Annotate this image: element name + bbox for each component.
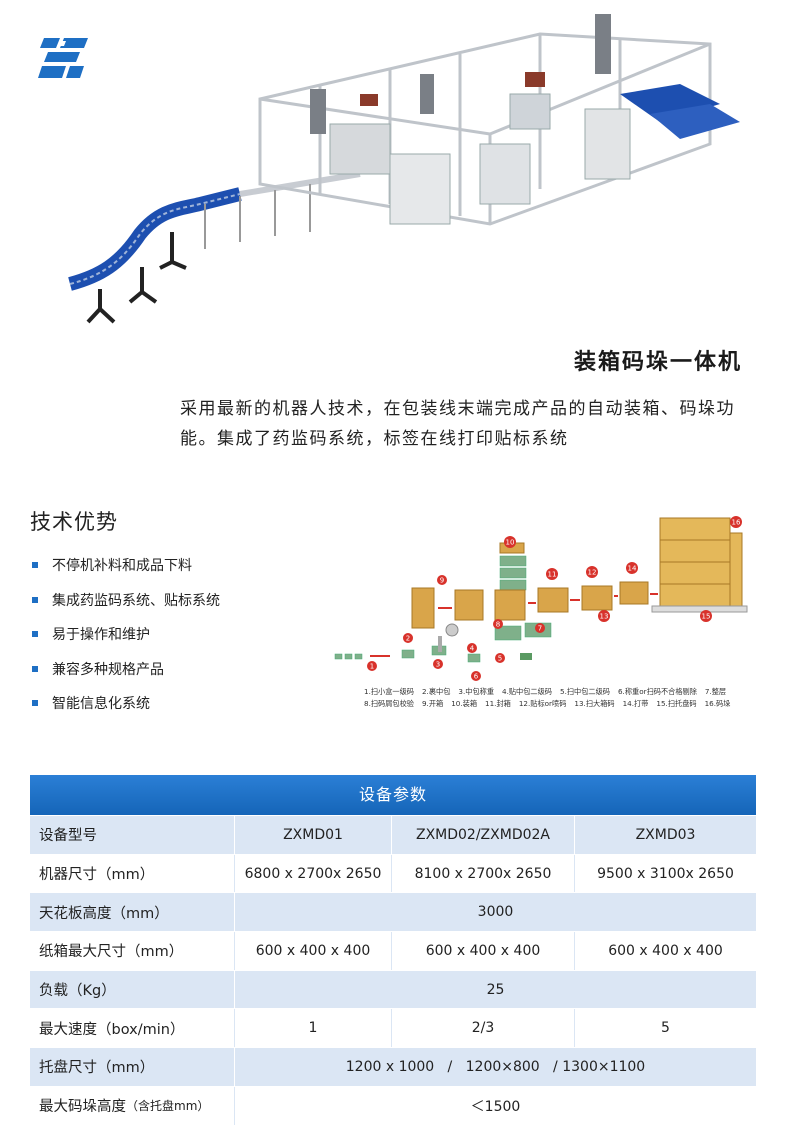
table-row: 天花板高度（mm） 3000 (30, 892, 756, 932)
advantage-item: 不停机补料和成品下料 (32, 548, 220, 583)
step-number: 12 (588, 569, 597, 577)
table-cell: 1200 x 1000 / 1200×800 / 1300×1100 (234, 1048, 756, 1086)
table-cell: 5 (574, 1009, 756, 1048)
step-number: 2 (406, 635, 410, 643)
table-row: 机器尺寸（mm） 6800 x 2700x 2650 8100 x 2700x … (30, 853, 756, 893)
step-number: 8 (496, 621, 500, 629)
table-row: 纸箱最大尺寸（mm） 600 x 400 x 400 600 x 400 x 4… (30, 931, 756, 970)
advantage-item: 集成药监码系统、贴标系统 (32, 583, 220, 618)
product-description: 采用最新的机器人技术，在包装线末端完成产品的自动装箱、码垛功能。集成了药监码系统… (180, 399, 735, 449)
step-number: 9 (440, 577, 444, 585)
step-number: 14 (628, 565, 637, 573)
product-title: 装箱码垛一体机 (573, 350, 742, 375)
row-label: 天花板高度（mm） (30, 893, 234, 932)
table-cell: 600 x 400 x 400 (234, 932, 391, 970)
row-label: 纸箱最大尺寸（mm） (30, 932, 234, 970)
step-number: 5 (498, 655, 502, 663)
table-cell: 9500 x 3100x 2650 (574, 854, 756, 893)
step-number: 10 (506, 539, 515, 547)
step-number: 6 (474, 673, 479, 681)
table-cell: 6800 x 2700x 2650 (234, 854, 391, 893)
bullet-icon (32, 665, 38, 672)
row-label: 最大码垛高度（含托盘mm） (30, 1086, 234, 1125)
bullet-icon (32, 562, 38, 569)
row-label: 设备型号 (30, 816, 234, 854)
table-cell: ZXMD01 (234, 816, 391, 854)
table-row: 负载（Kg） 25 (30, 969, 756, 1009)
row-label: 负载（Kg） (30, 970, 234, 1009)
table-row: 设备型号 ZXMD01 ZXMD02/ZXMD02A ZXMD03 (30, 815, 756, 854)
step-number: 16 (732, 519, 741, 527)
step-number: 1 (370, 663, 374, 671)
advantages-list: 不停机补料和成品下料 集成药监码系统、贴标系统 易于操作和维护 兼容多种规格产品… (32, 548, 220, 721)
table-cell: 600 x 400 x 400 (391, 932, 574, 970)
row-label: 机器尺寸（mm） (30, 854, 234, 893)
bullet-icon (32, 596, 38, 603)
bullet-icon (32, 631, 38, 638)
spec-table-title: 设备参数 (30, 775, 756, 815)
table-cell: 1 (234, 1009, 391, 1048)
spec-table: 设备参数 设备型号 ZXMD01 ZXMD02/ZXMD02A ZXMD03 机… (30, 775, 756, 1125)
step-number: 4 (470, 645, 475, 653)
bullet-icon (32, 700, 38, 707)
table-row: 最大速度（box/min） 1 2/3 5 (30, 1008, 756, 1048)
step-number: 15 (702, 613, 711, 621)
advantages-title: 技术优势 (30, 510, 118, 534)
step-number: 7 (538, 625, 542, 633)
company-logo (38, 38, 88, 78)
advantage-item: 智能信息化系统 (32, 686, 220, 721)
table-row: 最大码垛高度（含托盘mm） ＜1500 (30, 1085, 756, 1125)
row-label: 托盘尺寸（mm） (30, 1048, 234, 1086)
step-number: 3 (436, 661, 440, 669)
table-cell: ZXMD03 (574, 816, 756, 854)
table-cell: ＜1500 (234, 1086, 756, 1125)
row-label: 最大速度（box/min） (30, 1009, 234, 1048)
row-label-note: （含托盘mm） (126, 1099, 210, 1114)
advantage-item: 易于操作和维护 (32, 617, 220, 652)
step-number: 11 (548, 571, 557, 579)
table-cell: 25 (234, 970, 756, 1009)
process-diagram: 1 2 3 4 5 6 7 8 9 10 11 12 13 14 15 16 (334, 516, 748, 681)
step-number: 13 (600, 613, 609, 621)
table-cell: 600 x 400 x 400 (574, 932, 756, 970)
table-cell: 2/3 (391, 1009, 574, 1048)
table-cell: 8100 x 2700x 2650 (391, 854, 574, 893)
table-row: 托盘尺寸（mm） 1200 x 1000 / 1200×800 / 1300×1… (30, 1047, 756, 1086)
machine-illustration (68, 14, 740, 324)
table-cell: 3000 (234, 893, 756, 932)
advantage-item: 兼容多种规格产品 (32, 652, 220, 687)
table-cell: ZXMD02/ZXMD02A (391, 816, 574, 854)
curved-conveyor (68, 171, 361, 291)
